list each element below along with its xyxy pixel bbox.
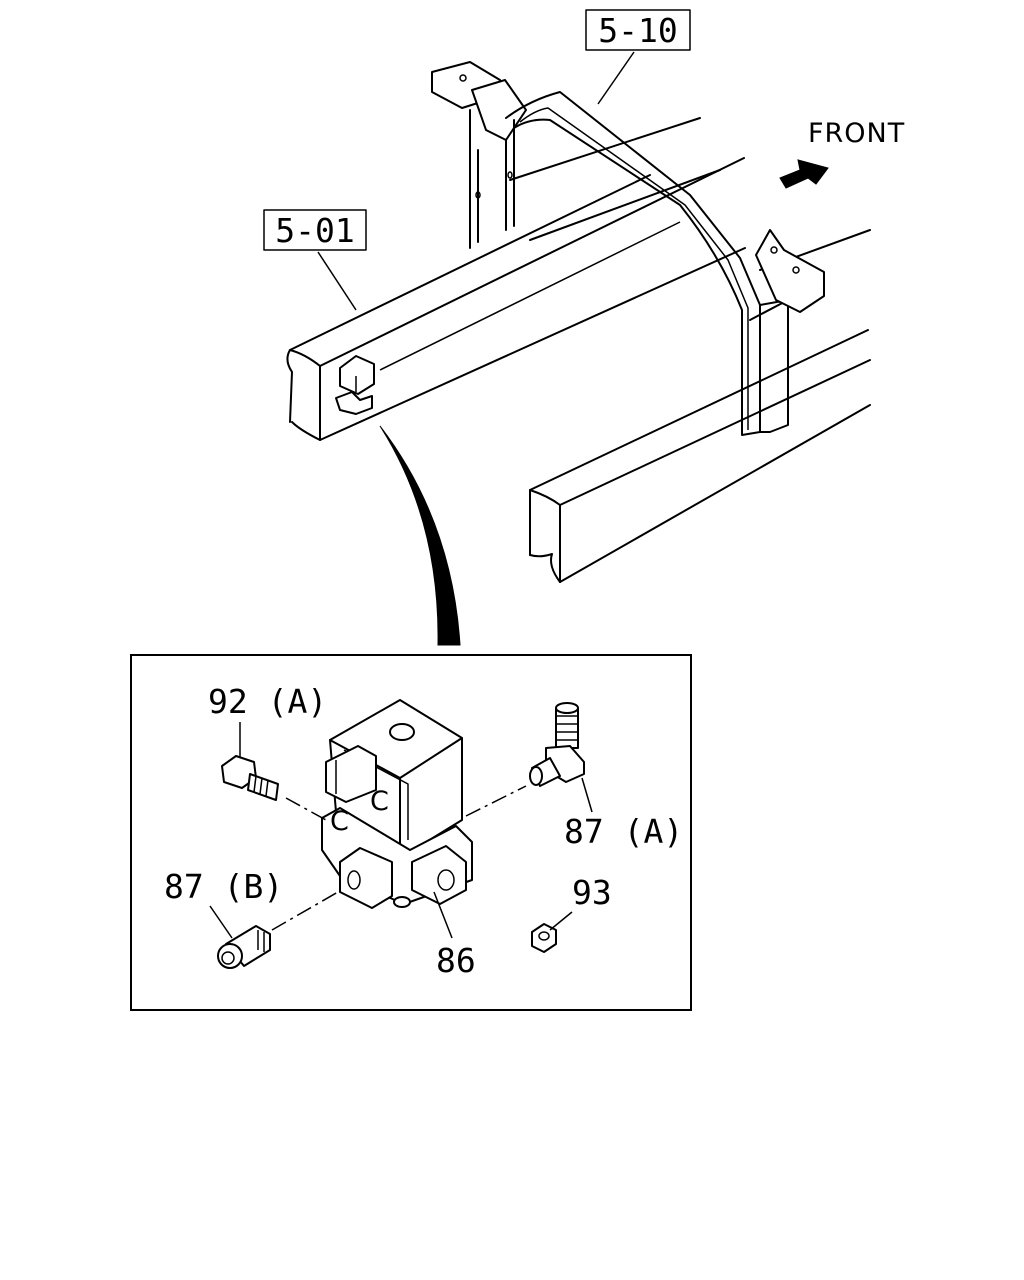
part-label-92a: 92 (A) — [208, 682, 327, 721]
front-direction-indicator: FRONT — [779, 118, 905, 189]
part-label-87a: 87 (A) — [564, 812, 683, 851]
leader-5-01 — [317, 251, 357, 311]
part-leaders — [209, 722, 593, 939]
nut-93 — [531, 923, 557, 953]
front-label: FRONT — [808, 118, 905, 149]
leader-5-10 — [597, 51, 635, 105]
second-frame-rail — [529, 329, 871, 583]
bolt-axis-line — [285, 797, 327, 821]
callout-5-01: 5-01 — [263, 209, 367, 251]
part-label-87b: 87 (B) — [164, 867, 283, 906]
solenoid-valve: C C — [321, 699, 473, 909]
svg-text:C: C — [330, 806, 350, 837]
fitting-87b-axis-line — [271, 891, 339, 931]
elbow-fitting-87a — [529, 702, 585, 787]
svg-text:C: C — [370, 786, 390, 817]
fitting-87b — [217, 925, 271, 969]
valve-location-marker — [335, 355, 375, 415]
part-label-93: 93 — [572, 873, 612, 912]
cross-member — [431, 61, 825, 436]
part-label-86: 86 — [436, 941, 476, 980]
callout-5-10: 5-10 — [585, 9, 691, 51]
front-arrow-icon — [779, 159, 829, 189]
bolt-92a — [221, 755, 279, 801]
callout-5-10-label: 5-10 — [598, 11, 677, 50]
callout-5-01-label: 5-01 — [275, 211, 354, 250]
fitting-87a-axis-line — [465, 785, 527, 817]
main-frame-rail — [286, 157, 746, 441]
detail-pointer — [379, 425, 461, 646]
